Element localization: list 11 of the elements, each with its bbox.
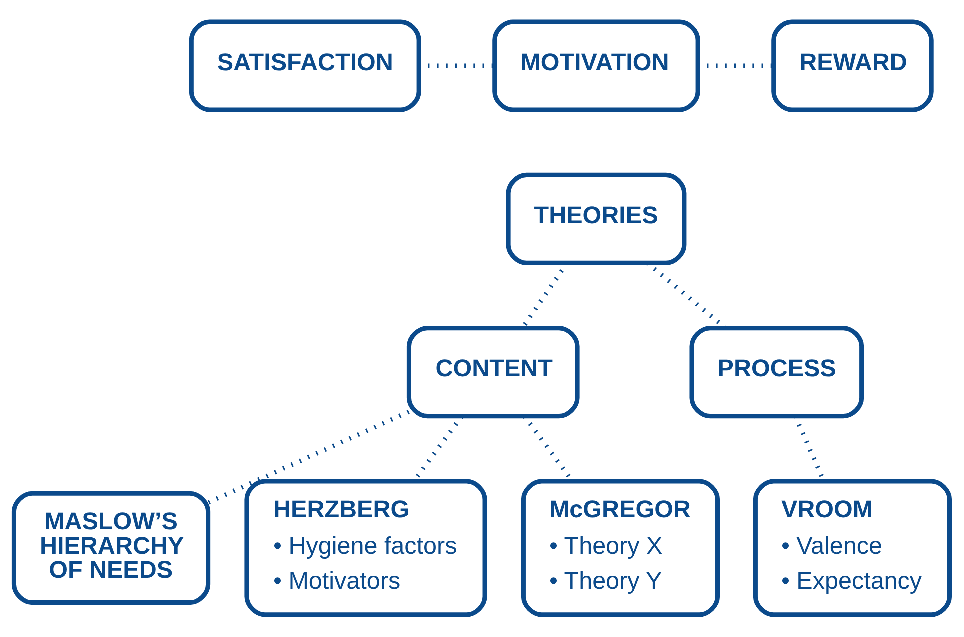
node-box: McGREGOR • Theory X • Theory Y — [521, 479, 720, 618]
node-box: MASLOW’S HIERARCHY OF NEEDS — [12, 491, 211, 606]
node-box: HERZBERG • Hygiene factors • Motivators — [244, 479, 488, 618]
connector — [208, 410, 410, 505]
node-box: PROCESS — [690, 326, 864, 419]
node-box: MOTIVATION — [492, 20, 700, 112]
node-box: THEORIES — [506, 172, 687, 266]
node-box: REWARD — [772, 20, 934, 112]
node-box: VROOM • Valence • Expectancy — [753, 479, 952, 618]
node-box: CONTENT — [406, 326, 580, 419]
node-box: SATISFACTION — [189, 20, 422, 112]
